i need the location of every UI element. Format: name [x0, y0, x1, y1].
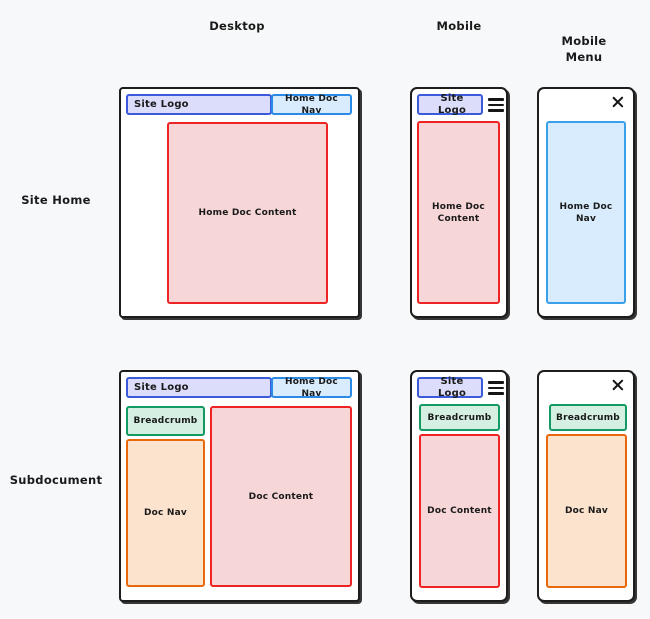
frame-subdocument-mobile: Site Logo Breadcrumb Doc Content	[410, 370, 508, 602]
frame-subdocument-desktop: Site Logo Home Doc Nav Breadcrumb Doc Na…	[119, 370, 360, 602]
breadcrumb-block[interactable]: Breadcrumb	[126, 406, 205, 436]
column-header-mobile-menu-line1: Mobile	[561, 34, 607, 48]
site-logo-block[interactable]: Site Logo	[417, 93, 483, 116]
doc-nav-block[interactable]: Doc Nav	[546, 434, 627, 588]
home-doc-nav-block[interactable]: Home Doc Nav	[546, 121, 626, 304]
frame-subdocument-mobile-menu: Breadcrumb Doc Nav	[537, 370, 635, 602]
row-label-subdocument: Subdocument	[9, 473, 103, 487]
breadcrumb-block[interactable]: Breadcrumb	[549, 404, 627, 431]
hamburger-menu-icon[interactable]	[488, 381, 504, 395]
close-icon[interactable]	[611, 95, 625, 109]
home-doc-content-block: Home Doc Content	[417, 121, 500, 304]
site-logo-block[interactable]: Site Logo	[126, 377, 272, 398]
hamburger-menu-icon[interactable]	[488, 98, 504, 112]
doc-nav-block[interactable]: Doc Nav	[126, 439, 205, 587]
close-icon[interactable]	[611, 378, 625, 392]
doc-content-block: Doc Content	[419, 434, 500, 588]
frame-site-home-desktop: Site Logo Home Doc Nav Home Doc Content	[119, 87, 360, 318]
column-header-mobile: Mobile	[436, 19, 482, 33]
column-header-desktop: Desktop	[209, 19, 265, 33]
breadcrumb-block[interactable]: Breadcrumb	[419, 404, 500, 431]
frame-site-home-mobile-menu: Home Doc Nav	[537, 87, 635, 318]
row-label-site-home: Site Home	[21, 193, 91, 207]
site-logo-block[interactable]: Site Logo	[126, 94, 272, 115]
site-logo-block[interactable]: Site Logo	[417, 376, 483, 399]
doc-content-block: Doc Content	[210, 406, 352, 587]
column-header-mobile-menu: Mobile Menu	[524, 33, 644, 65]
frame-site-home-mobile: Site Logo Home Doc Content	[410, 87, 508, 318]
home-doc-nav-block[interactable]: Home Doc Nav	[271, 377, 352, 399]
home-doc-nav-block[interactable]: Home Doc Nav	[271, 94, 352, 116]
column-header-mobile-menu-line2: Menu	[565, 50, 603, 64]
home-doc-content-block: Home Doc Content	[167, 122, 328, 304]
